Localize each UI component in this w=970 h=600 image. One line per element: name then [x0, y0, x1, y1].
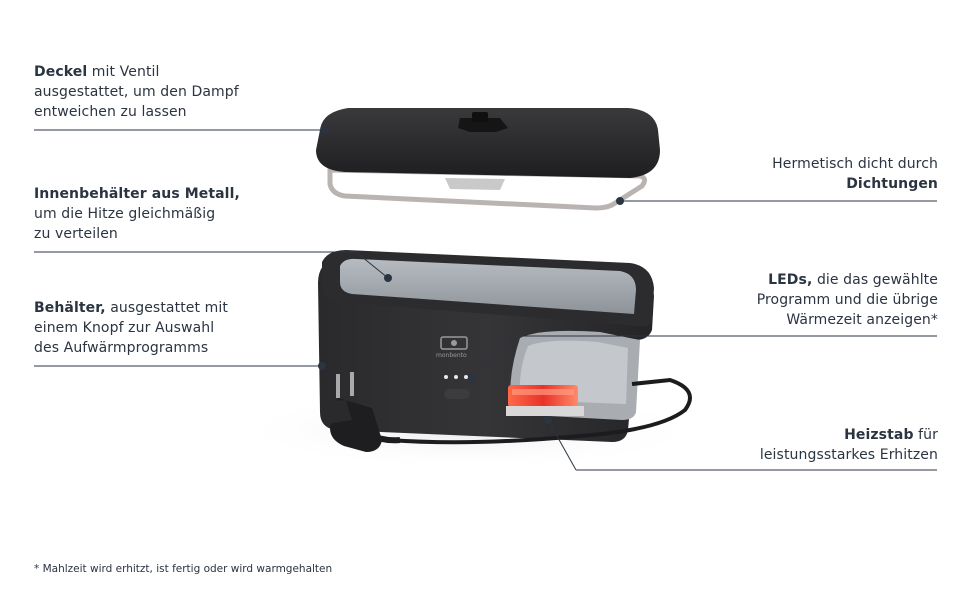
program-button [444, 389, 470, 399]
footnote: * Mahlzeit wird erhitzt, ist fertig oder… [34, 563, 333, 575]
leader-lines [34, 129, 937, 471]
led-2 [454, 375, 458, 379]
brand-text: monbento [436, 352, 467, 359]
gasket [327, 167, 648, 211]
heating-element [506, 385, 584, 416]
label-leds: LEDs, die das gewählte Programm und die … [756, 272, 938, 328]
label-deckel: Deckel mit Ventil ausgestattet, um den D… [34, 64, 239, 120]
container-body [318, 250, 654, 442]
lid [316, 108, 660, 178]
label-innenbehaelter: Innenbehälter aus Metall, um die Hitze g… [34, 186, 240, 242]
label-heizstab: Heizstab für leistungsstarkes Erhitzen [759, 427, 938, 463]
label-behaelter: Behälter, ausgestattet mit einem Knopf z… [34, 300, 228, 356]
led-3 [464, 375, 468, 379]
power-cable [320, 372, 692, 452]
label-hermetisch: Hermetisch dicht durch Dichtungen [772, 156, 938, 192]
led-1 [444, 375, 448, 379]
leader-dots [318, 126, 624, 424]
brand-logo [440, 336, 468, 350]
